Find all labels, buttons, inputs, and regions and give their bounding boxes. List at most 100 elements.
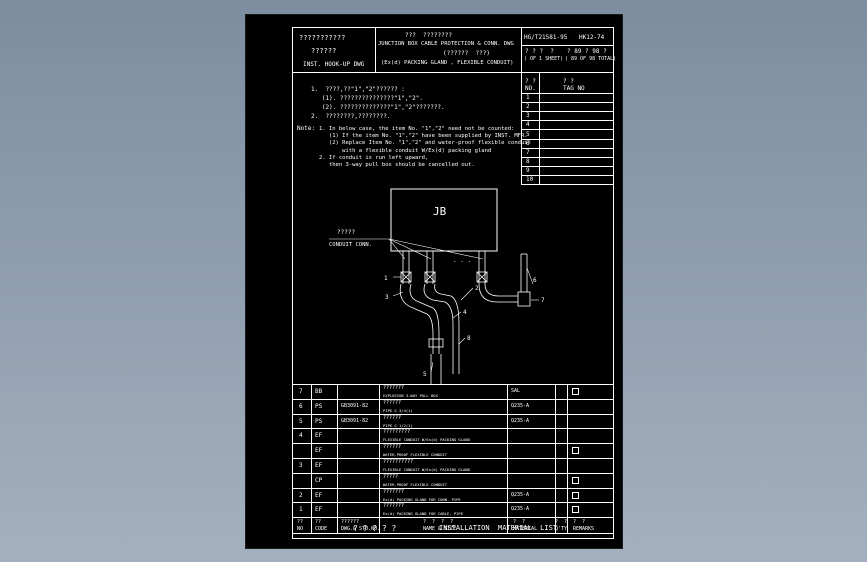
flexible-conduit-left: [399, 283, 440, 354]
material-row-line: [293, 428, 613, 430]
material-row-name: WATER-PROOF FLEXIBLE CONDUIT: [383, 481, 448, 487]
title-divider-1: [375, 28, 376, 72]
material-row-std: GB3091-82: [341, 417, 369, 424]
material-row-name-cn: ??????: [383, 414, 402, 421]
sheet-reference: HK12-74: [579, 34, 605, 41]
remarks-checkbox[interactable]: [572, 476, 579, 484]
material-row-line: [293, 502, 613, 504]
material-col-line: [379, 384, 380, 534]
material-row-line: [293, 472, 613, 474]
material-col-line: [555, 384, 556, 534]
title-left-cn: ???????????: [299, 34, 346, 42]
material-row-line: [293, 458, 613, 459]
material-row-name: Ex(d) PACKING GLAND FOR CONN. PIPE: [383, 496, 461, 502]
material-header-no: ?? NO: [297, 519, 304, 533]
total-sheets: ( 89 OF 98 TOTAL): [565, 56, 617, 62]
drawing-sheet: ??????????? ?????? INST. HOOK-UP DWG ???…: [245, 14, 623, 549]
title-mid-en: JUNCTION BOX CABLE PROTECTION & CONN. DW…: [378, 41, 514, 47]
material-row-no: 4: [299, 432, 303, 440]
material-header-material: ? ? MATERIAL: [513, 519, 538, 533]
material-list-title-en: INSTALLATION MATERIAL LIST: [439, 524, 558, 532]
callout-6: 6: [533, 277, 537, 284]
material-row-code: PS: [315, 402, 323, 410]
material-row-name: PIPE G 3/4(1): [383, 407, 413, 413]
note-cn-line: 2. ????????,????????.: [311, 113, 391, 120]
tag-row-line: [521, 174, 613, 176]
callout-8-leader: [458, 337, 466, 345]
material-row-no: 2: [299, 491, 303, 499]
callout-6-leader: [526, 267, 534, 285]
callout-3-leader: [392, 291, 404, 297]
remarks-checkbox[interactable]: [572, 491, 579, 499]
material-row-material: Q235-A: [511, 417, 530, 424]
material-row-line: [293, 413, 613, 415]
flexible-conduit-right: [478, 283, 518, 303]
material-header-std: ?????? DWG.& STD.NO.: [341, 519, 381, 533]
material-row-name: FLEXIBLE CONDUIT W/Ex(d) PACKING GLAND: [383, 437, 470, 443]
tag-row-number: 3: [526, 112, 530, 120]
material-row-name-cn: ?????????: [383, 429, 411, 436]
tag-row-number: 7: [526, 148, 530, 156]
fitting-2-stem: [426, 251, 434, 284]
tag-row-line: [521, 129, 613, 131]
conduit-dots: . . .: [453, 257, 471, 264]
note-en-line: 1. In below case, the item No. "1","2" n…: [319, 126, 515, 132]
conduit-cn-label: ?????: [337, 229, 355, 236]
callout-3: 3: [385, 294, 389, 301]
packing-gland-3: [476, 271, 488, 283]
conduit-leader-2: [388, 238, 432, 260]
tag-row-line: [521, 184, 613, 185]
tag-row-number: 10: [526, 176, 534, 183]
tag-row-number: 5: [526, 130, 530, 138]
material-row-no: 5: [299, 417, 303, 425]
title-mid-cn: ??? ????????: [405, 32, 452, 39]
conduit-label: CONDUIT CONN.: [329, 242, 372, 248]
title-block-bottom-line: [293, 72, 613, 73]
tag-table-header-line: [521, 93, 613, 94]
note-cn-line: 1. ????,??"1","2"?????? :: [311, 86, 405, 93]
pipe-6: [520, 254, 528, 292]
junction-box-label: JB: [433, 205, 447, 218]
drawing-frame: ??????????? ?????? INST. HOOK-UP DWG ???…: [292, 27, 617, 539]
tag-table-header-no: ? ? NO.: [525, 78, 536, 92]
pull-box-7: [517, 291, 531, 307]
sheet-number: ( OF 1 SHEET): [524, 56, 564, 62]
material-list-title-cn: ? ? ? ? ?: [353, 524, 397, 533]
remarks-checkbox[interactable]: [572, 388, 579, 395]
drawing-number: HG/T21581-95: [524, 34, 568, 41]
material-row-no: 6: [299, 402, 303, 410]
coupling-left: [428, 338, 444, 348]
tag-row-line: [521, 138, 613, 140]
tag-row-line: [521, 165, 613, 167]
material-row-code: BB: [315, 388, 323, 395]
remarks-checkbox[interactable]: [572, 506, 579, 514]
material-row-name-cn: ???????: [383, 503, 405, 510]
material-row-std: GB3091-82: [341, 402, 369, 409]
tag-row-line: [521, 102, 613, 104]
remarks-checkbox[interactable]: [572, 447, 579, 455]
tag-row-line: [521, 156, 613, 158]
packing-gland-2-mark: [424, 271, 436, 283]
note-en-line: (1) If the item No. "1","2" have been su…: [319, 133, 528, 140]
material-row-code: EF: [315, 491, 323, 499]
title-left-en: INST. HOOK-UP DWG: [303, 61, 365, 68]
callout-2-leader: [460, 287, 474, 301]
material-row-name: PIPE G 1/2(1): [383, 422, 413, 428]
title-mid-en-2: (Ex(d) PACKING GLAND , FLEXIBLE CONDUIT): [381, 60, 514, 66]
material-row-code: PS: [315, 417, 323, 425]
tag-row-number: 6: [526, 139, 530, 147]
tag-row-number: 2: [526, 103, 530, 111]
tag-row-number: 9: [526, 166, 530, 174]
material-header-code: ?? CODE: [315, 519, 328, 533]
material-row-line: [293, 443, 613, 445]
material-row-name-cn: ??????: [383, 444, 402, 451]
callout-8: 8: [467, 335, 471, 342]
material-row-material: Q235-A: [511, 506, 530, 513]
flexible-conduit-middle: [423, 283, 460, 374]
note-en-line: with a flexible conduit W/Ex(d) packing …: [319, 147, 492, 154]
material-row-no: 1: [299, 506, 303, 514]
note-en-line: 2. If conduit is run left upward,: [319, 154, 429, 161]
title-mid-cn-2: (?????? ???): [443, 50, 490, 57]
callout-7: 7: [541, 297, 545, 304]
material-row-line: [293, 517, 613, 519]
